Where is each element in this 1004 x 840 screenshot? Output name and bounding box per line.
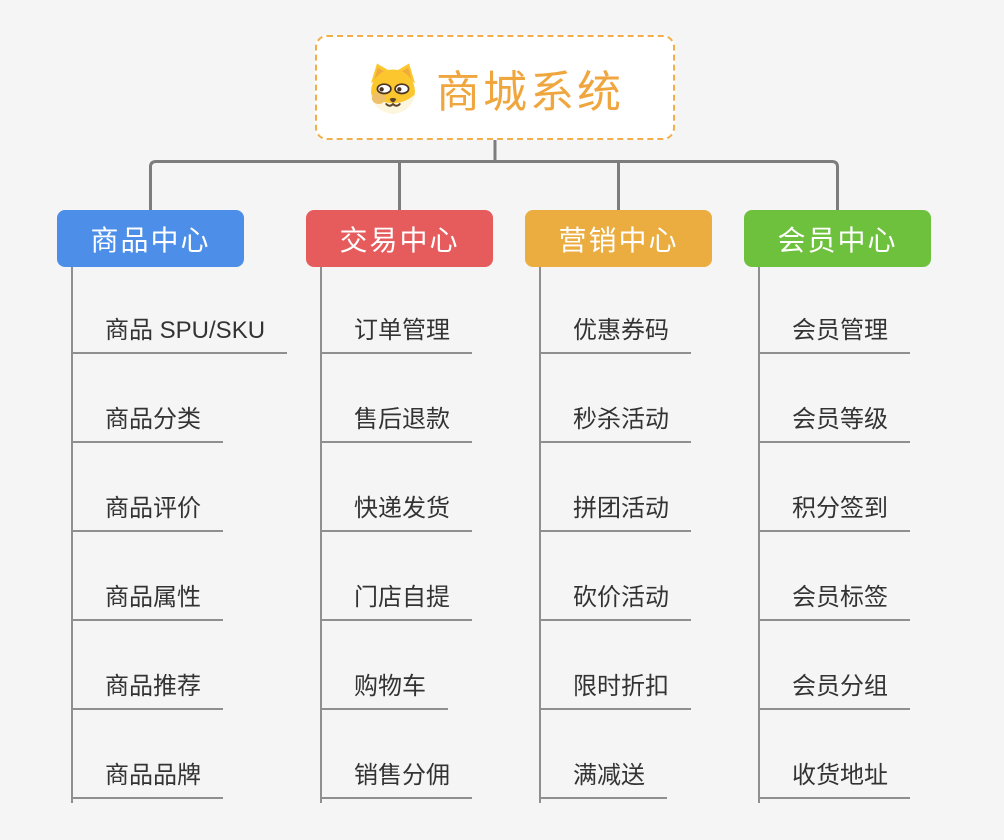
leaf-node[interactable]: 商品评价	[72, 488, 223, 532]
leaf-node[interactable]: 商品属性	[72, 577, 223, 621]
branch-children-member-center: 会员管理 会员等级 积分签到 会员标签 会员分组 收货地址	[758, 265, 999, 803]
leaf-node[interactable]: 商品推荐	[72, 666, 223, 710]
branch-children-marketing-center: 优惠券码 秒杀活动 拼团活动 砍价活动 限时折扣 满减送	[539, 265, 780, 803]
leaf-node[interactable]: 满减送	[540, 755, 667, 799]
leaf-row: 商品分类	[72, 354, 312, 443]
leaf-row: 积分签到	[759, 443, 999, 532]
leaf-node[interactable]: 会员分组	[759, 666, 910, 710]
leaf-row: 收货地址	[759, 710, 999, 799]
leaf-row: 快递发货	[321, 443, 561, 532]
leaf-node[interactable]: 秒杀活动	[540, 399, 691, 443]
branch-node-trade-center[interactable]: 交易中心	[306, 210, 493, 267]
leaf-node[interactable]: 限时折扣	[540, 666, 691, 710]
leaf-row: 砍价活动	[540, 532, 780, 621]
dog-face-icon	[366, 61, 420, 115]
branch-node-marketing-center[interactable]: 营销中心	[525, 210, 712, 267]
leaf-node[interactable]: 会员等级	[759, 399, 910, 443]
leaf-row: 售后退款	[321, 354, 561, 443]
leaf-node[interactable]: 砍价活动	[540, 577, 691, 621]
leaf-row: 商品属性	[72, 532, 312, 621]
branch-node-product-center[interactable]: 商品中心	[57, 210, 244, 267]
root-node[interactable]: 商城系统	[315, 35, 675, 140]
leaf-node[interactable]: 订单管理	[321, 310, 472, 354]
leaf-row: 商品品牌	[72, 710, 312, 799]
leaf-node[interactable]: 销售分佣	[321, 755, 472, 799]
leaf-node[interactable]: 优惠券码	[540, 310, 691, 354]
leaf-node[interactable]: 售后退款	[321, 399, 472, 443]
leaf-row: 限时折扣	[540, 621, 780, 710]
leaf-row: 商品评价	[72, 443, 312, 532]
leaf-row: 会员标签	[759, 532, 999, 621]
leaf-row: 会员等级	[759, 354, 999, 443]
leaf-node[interactable]: 商品品牌	[72, 755, 223, 799]
leaf-node[interactable]: 积分签到	[759, 488, 910, 532]
leaf-row: 商品 SPU/SKU	[72, 265, 312, 354]
branch-node-member-center[interactable]: 会员中心	[744, 210, 931, 267]
leaf-row: 会员管理	[759, 265, 999, 354]
branch-children-product-center: 商品 SPU/SKU 商品分类 商品评价 商品属性 商品推荐 商品品牌	[71, 265, 312, 803]
leaf-row: 销售分佣	[321, 710, 561, 799]
leaf-row: 拼团活动	[540, 443, 780, 532]
leaf-row: 秒杀活动	[540, 354, 780, 443]
leaf-node[interactable]: 商品 SPU/SKU	[72, 310, 288, 354]
leaf-node[interactable]: 购物车	[321, 666, 448, 710]
leaf-row: 订单管理	[321, 265, 561, 354]
leaf-node[interactable]: 门店自提	[321, 577, 472, 621]
leaf-node[interactable]: 会员管理	[759, 310, 910, 354]
leaf-node[interactable]: 快递发货	[321, 488, 472, 532]
leaf-row: 门店自提	[321, 532, 561, 621]
leaf-node[interactable]: 收货地址	[759, 755, 910, 799]
leaf-row: 满减送	[540, 710, 780, 799]
leaf-row: 商品推荐	[72, 621, 312, 710]
leaf-row: 购物车	[321, 621, 561, 710]
leaf-node[interactable]: 拼团活动	[540, 488, 691, 532]
leaf-node[interactable]: 会员标签	[759, 577, 910, 621]
leaf-node[interactable]: 商品分类	[72, 399, 223, 443]
leaf-row: 会员分组	[759, 621, 999, 710]
leaf-row: 优惠券码	[540, 265, 780, 354]
branch-children-trade-center: 订单管理 售后退款 快递发货 门店自提 购物车 销售分佣	[320, 265, 561, 803]
root-title: 商城系统	[436, 67, 624, 117]
